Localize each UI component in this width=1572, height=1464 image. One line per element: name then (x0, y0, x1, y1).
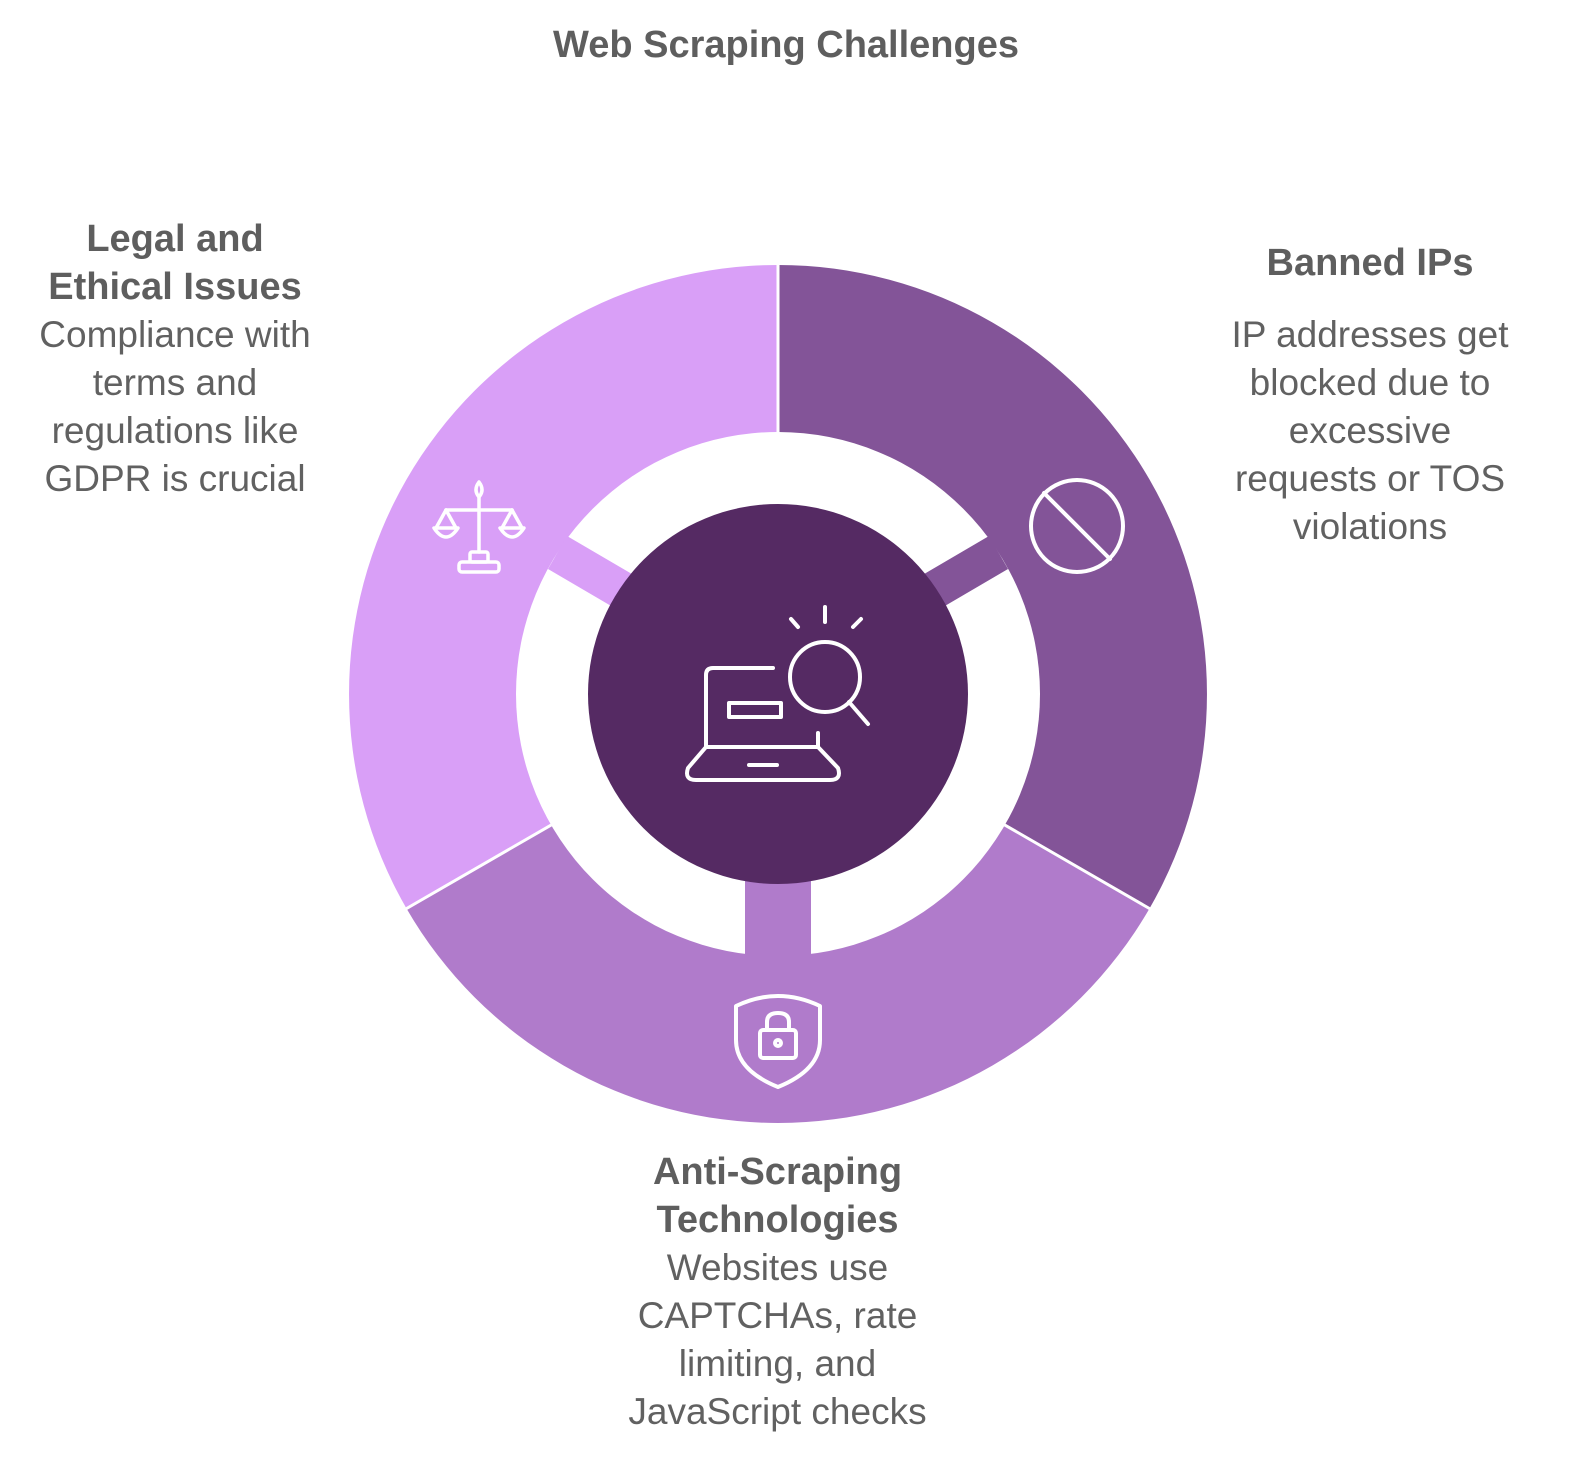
segment-anti-scraping (406, 824, 1150, 1123)
connector-banned (919, 536, 1008, 610)
description-line: terms and (92, 362, 258, 403)
legal-ethical-heading: Legal and Ethical Issues (10, 215, 340, 311)
description-line: Websites use (666, 1247, 889, 1288)
description-line: regulations like (51, 410, 299, 451)
description-line: IP addresses get (1231, 314, 1509, 355)
description-line: JavaScript checks (628, 1391, 927, 1432)
description-line: blocked due to (1249, 362, 1491, 403)
heading-line: Anti-Scraping (652, 1151, 903, 1193)
connector-legal (548, 536, 637, 610)
scales-icon (432, 480, 526, 574)
heading-line: Ethical Issues (48, 266, 302, 308)
description-line: excessive (1288, 410, 1452, 451)
heading-line: Technologies (656, 1199, 899, 1241)
diagram-title: Web Scraping Challenges (553, 24, 1019, 66)
description-line: violations (1292, 506, 1448, 547)
anti-scraping-heading: Anti-Scraping Technologies (590, 1148, 965, 1244)
center-circle (588, 504, 968, 884)
anti-scraping-text-block: Anti-Scraping Technologies Websites use … (590, 1148, 965, 1436)
description-line: GDPR is crucial (44, 458, 306, 499)
segment-banned-ips (778, 265, 1207, 909)
heading-line: Legal and (86, 218, 264, 260)
anti-scraping-description: Websites use CAPTCHAs, rate limiting, an… (590, 1244, 965, 1436)
prohibited-icon (1029, 478, 1125, 574)
heading-line: Banned IPs (1266, 242, 1474, 284)
description-line: requests or TOS (1234, 458, 1506, 499)
segment-dividers (403, 262, 1153, 912)
laptop-search-icon (685, 605, 870, 782)
description-line: CAPTCHAs, rate (637, 1295, 918, 1336)
legal-ethical-description: Compliance with terms and regulations li… (10, 311, 340, 503)
legal-ethical-text-block: Legal and Ethical Issues Compliance with… (10, 215, 340, 503)
banned-ips-description: IP addresses get blocked due to excessiv… (1205, 311, 1535, 551)
description-line: Compliance with (39, 314, 311, 355)
description-line: limiting, and (678, 1343, 877, 1384)
shield-lock-icon (734, 994, 822, 1089)
segment-legal-ethical (349, 265, 778, 909)
banned-ips-heading: Banned IPs (1205, 239, 1535, 287)
banned-ips-text-block: Banned IPs IP addresses get blocked due … (1205, 239, 1535, 551)
